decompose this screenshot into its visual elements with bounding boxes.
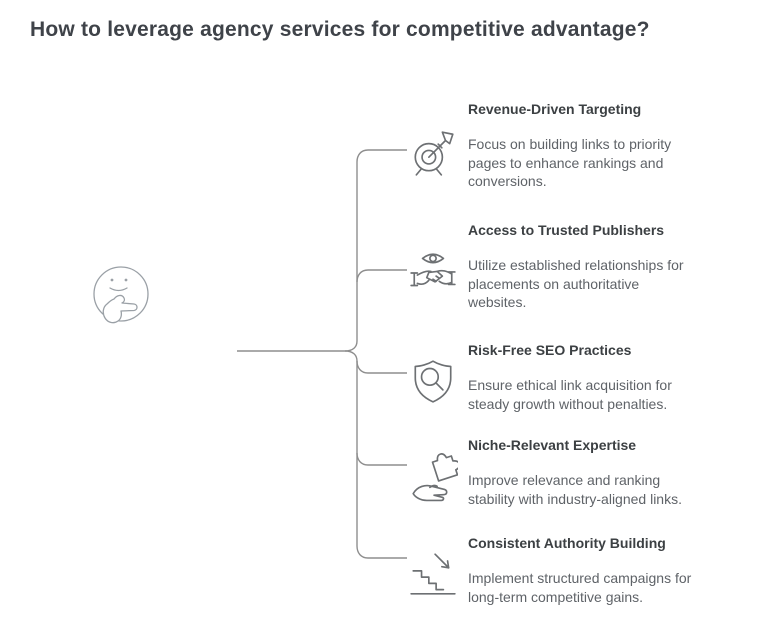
node-description: Improve relevance and ranking stability … <box>468 472 682 507</box>
target-dart-icon <box>408 128 458 178</box>
stairs-arrow-icon <box>408 549 458 599</box>
node-title: Revenue-Driven Targeting <box>468 101 642 117</box>
node-title: Niche-Relevant Expertise <box>468 437 637 453</box>
thinking-face-icon <box>93 266 149 324</box>
puzzle-hand-icon <box>408 453 458 503</box>
node-description: Ensure ethical link acquisition for stea… <box>468 377 672 412</box>
node-risk-free-seo-practices: Risk-Free SEO Practices Ensure ethical l… <box>468 341 716 413</box>
shield-magnifier-icon <box>408 356 458 406</box>
node-access-to-trusted-publishers: Access to Trusted Publishers Utilize est… <box>468 221 716 312</box>
node-title: Access to Trusted Publishers <box>468 222 665 238</box>
node-description: Focus on building links to priority page… <box>468 136 672 189</box>
page-title: How to leverage agency services for comp… <box>30 18 650 41</box>
node-revenue-driven-targeting: Revenue-Driven Targeting Focus on buildi… <box>468 100 716 191</box>
node-title: Consistent Authority Building <box>468 535 666 551</box>
node-consistent-authority-building: Consistent Authority Building Implement … <box>468 534 716 606</box>
node-description: Implement structured campaigns for long-… <box>468 570 692 605</box>
node-description: Utilize established relationships for pl… <box>468 257 684 310</box>
node-niche-relevant-expertise: Niche-Relevant Expertise Improve relevan… <box>468 436 716 508</box>
node-title: Risk-Free SEO Practices <box>468 342 632 358</box>
eye-handshake-icon <box>408 248 458 298</box>
